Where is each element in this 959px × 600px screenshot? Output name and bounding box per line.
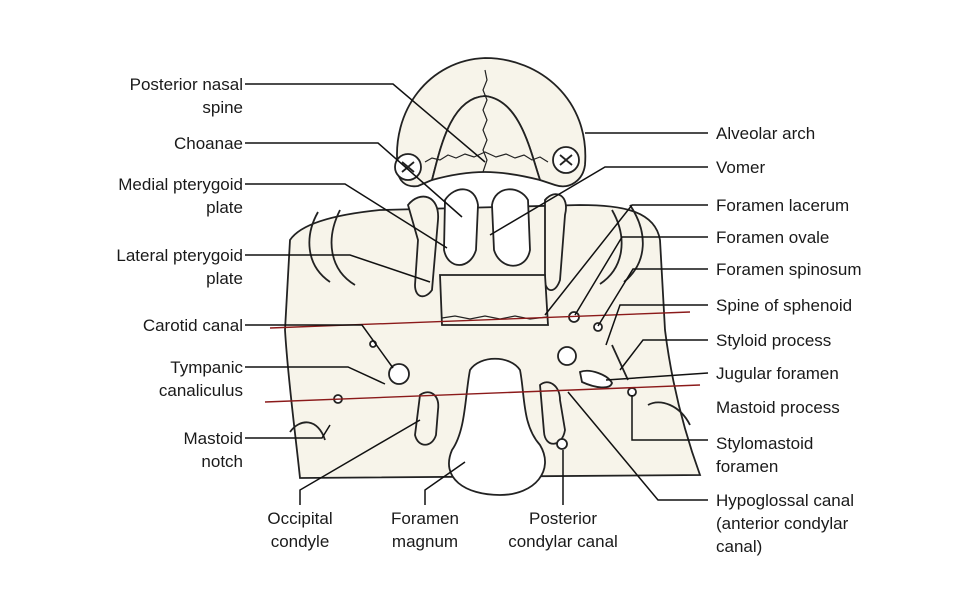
right-choana [491,188,531,267]
label-mastoid-process: Mastoid process [716,398,840,417]
label-posterior-nasal-spine: Posterior nasal spine [129,75,243,117]
label-styloid-process: Styloid process [716,331,832,350]
basilar-part [439,274,549,326]
lower-plane-line [264,384,701,403]
leader-occipital-condyle [299,419,421,505]
leader-styloid-process [619,339,708,371]
label-spine-of-sphenoid: Spine of sphenoid [716,296,853,315]
leader-mastoid-notch [245,424,331,439]
label-occipital-condyle: Occipital condyle [267,509,333,551]
right-occipital-condyle [539,381,566,445]
left-lateral-pterygoid [407,195,439,298]
leader-vomer [489,166,708,236]
leader-choanae [245,142,463,218]
label-jugular-foramen: Jugular foramen [716,364,839,383]
label-medial-pterygoid-plate: Medial pterygoid plate [118,175,243,217]
leader-hypoglossal-canal [567,391,708,501]
cranial-base-outline [284,204,702,479]
label-carotid-canal: Carotid canal [142,316,243,335]
leader-lateral-pterygoid [245,254,431,283]
midline-suture [482,69,488,173]
left-choana [443,188,479,266]
leader-foramen-spinosum [597,268,708,327]
posterior-condylar-canal-hole [556,438,568,450]
right-foramen-spinosum [593,322,603,332]
foramen-magnum [448,357,546,496]
leader-posterior-nasal-spine [245,83,486,163]
left-occipital-condyle [414,391,440,446]
label-stylomastoid-foramen: Stylomastoid foramen [716,434,814,476]
right-mastoid-process [647,401,691,426]
leader-jugular-foramen [605,372,709,381]
label-choanae: Choanae [173,134,243,153]
styloid-process-shape [611,344,629,381]
label-posterior-condylar-canal: Posterior condylar canal [508,509,618,551]
right-jugular-foramen [578,370,613,389]
label-vomer: Vomer [716,158,766,177]
leader-medial-pterygoid [245,183,448,249]
label-hypoglossal-canal: Hypoglossal canal (anterior condylar can… [716,491,854,556]
left-zygomatic [308,209,356,286]
leader-carotid-canal [245,324,394,369]
stylomastoid-foramen [627,387,637,397]
leader-foramen-ovale [574,236,708,316]
leader-foramen-lacerum [544,204,708,316]
right-zygomatic [599,204,644,285]
label-foramen-spinosum: Foramen spinosum [716,260,862,279]
leader-foramen-magnum [424,461,466,505]
label-foramen-ovale: Foramen ovale [716,228,830,247]
leader-tympanic [245,366,386,385]
left-carotid-canal [388,363,410,385]
label-foramen-magnum: Foramen magnum [390,509,460,551]
label-tympanic-canaliculus: Tympanic canaliculus [158,358,243,400]
label-mastoid-notch: Mastoid notch [183,429,243,471]
right-carotid-canal [557,346,577,366]
label-alveolar-arch: Alveolar arch [716,124,816,143]
label-lateral-pterygoid-plate: Lateral pterygoid plate [116,246,243,288]
transverse-suture [424,151,549,163]
label-foramen-lacerum: Foramen lacerum [716,196,850,215]
leader-spine-of-sphenoid [605,304,708,346]
leader-stylomastoid [631,395,708,441]
